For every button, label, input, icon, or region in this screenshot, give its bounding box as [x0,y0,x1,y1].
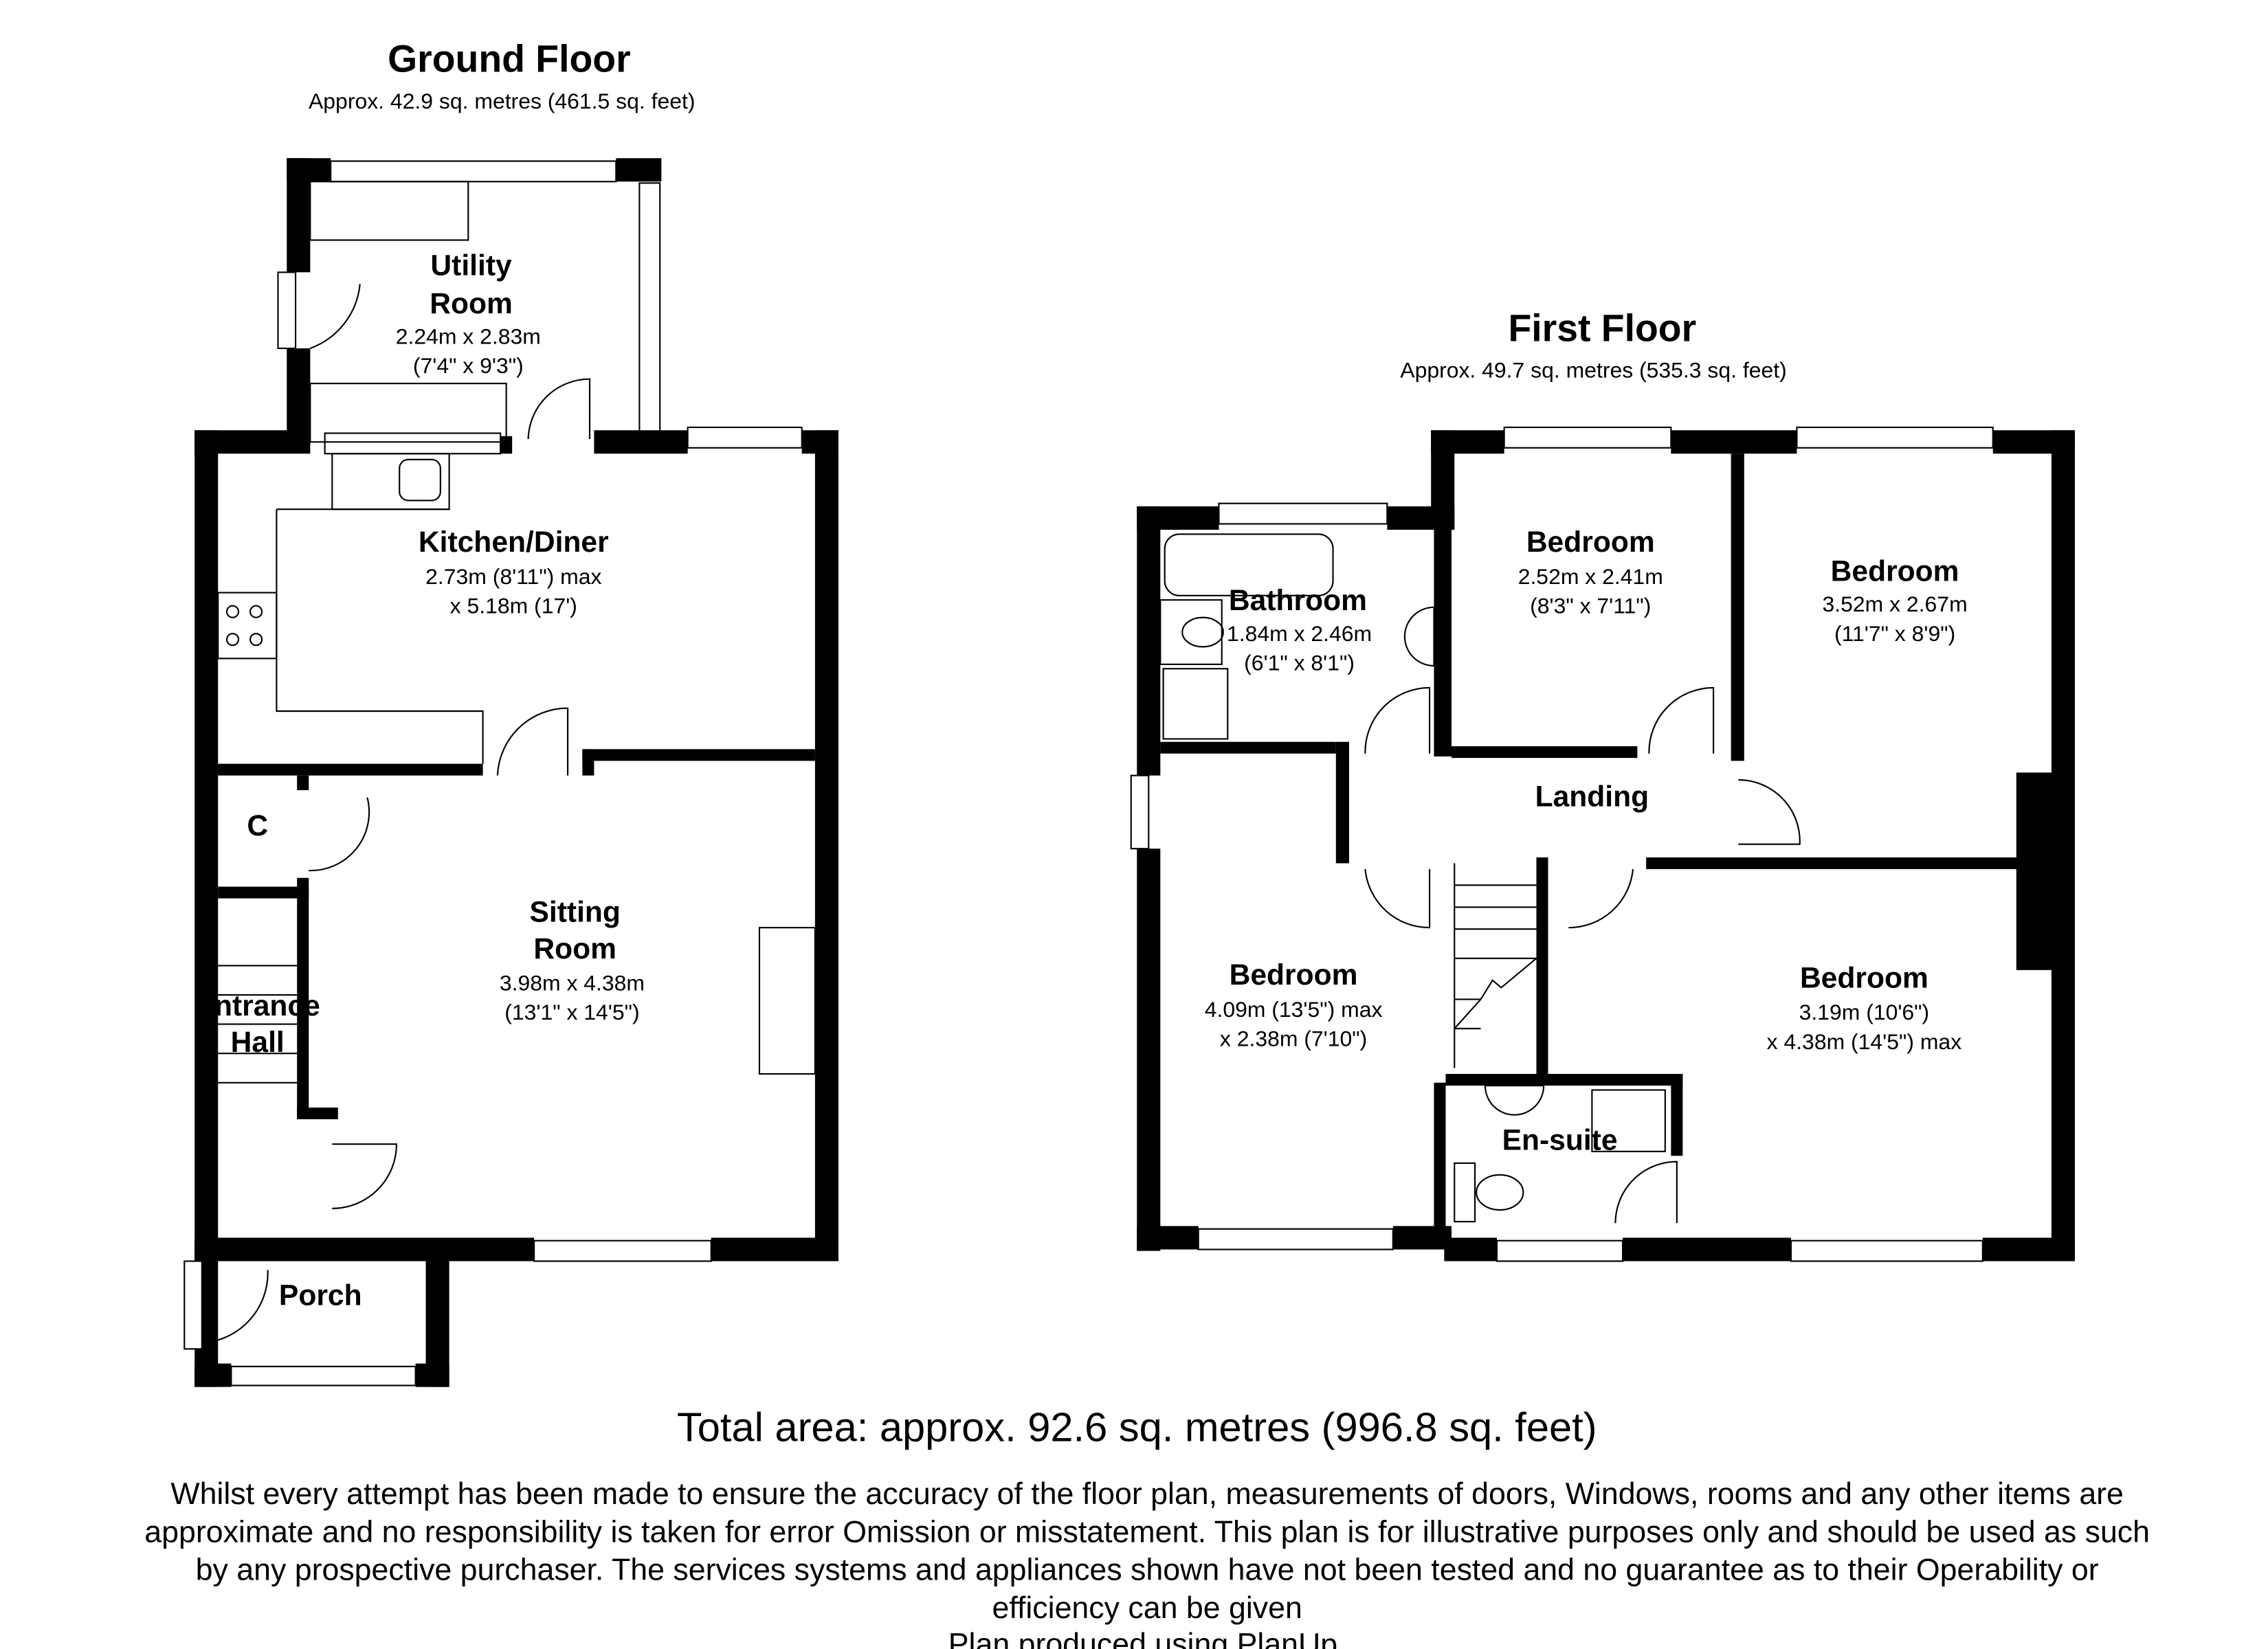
toilet-icon [1159,599,1223,665]
room-dimensions: x 4.38m (14'5") max [1767,1029,1962,1054]
window [277,271,297,350]
window [1503,426,1672,449]
disclaimer-line: Whilst every attempt has been made to en… [170,1477,2124,1511]
ground-floor-plan: Ground Floor Approx. 42.9 sq. metres (46… [184,38,838,1387]
door [1648,686,1715,754]
room-dimensions: 3.52m x 2.67m [1823,592,1968,616]
room-name: Bedroom [1526,526,1655,559]
room-dimensions: (8'3" x 7'11") [1530,593,1651,618]
basin-icon [1484,1084,1545,1116]
window [330,160,617,183]
door [496,707,569,776]
first-floor-area: Approx. 49.7 sq. metres (535.3 sq. feet) [1400,358,1786,383]
disclaimer-line: approximate and no responsibility is tak… [144,1515,2150,1549]
window [1796,426,1994,449]
room-name: Room [533,932,616,965]
window [1130,774,1150,850]
room-name: Utility [430,249,512,282]
bath-icon [1164,533,1334,596]
door [1614,1160,1678,1224]
hob-icon [217,592,278,660]
disclaimer-line: efficiency can be given [992,1591,1302,1625]
door [1364,868,1431,929]
window [687,426,803,449]
room-dimensions: (7'4" x 9'3") [413,353,524,378]
shower-icon [1591,1089,1666,1152]
window [533,1239,712,1262]
staircase [209,907,298,1112]
door [309,284,361,350]
room-name: Room [430,287,513,320]
room-name: C [247,809,268,842]
window [638,182,661,433]
window [1218,502,1388,525]
room-dimensions: 3.98m x 4.38m [500,971,645,996]
toilet-icon [1454,1162,1476,1223]
room-dimensions: 4.09m (13'5") max [1205,997,1383,1022]
door [527,378,591,440]
first-floor-plan: First Floor Approx. 49.7 sq. metres (535… [1130,306,2075,1262]
ground-floor-title: Ground Floor [388,38,631,80]
total-area: Total area: approx. 92.6 sq. metres (996… [677,1404,1597,1450]
ground-floor-area: Approx. 42.9 sq. metres (461.5 sq. feet) [309,89,695,113]
door-frame [184,1260,203,1350]
room-name: Kitchen/Diner [419,526,609,559]
room-dimensions: 1.84m x 2.46m [1227,621,1372,646]
room-name: Porch [279,1279,362,1312]
room-dimensions: (11'7" x 8'9") [1834,621,1955,646]
credit: Plan produced using PlanUp. [948,1628,1346,1649]
room-dimensions: (13'1" x 14'5") [504,1000,639,1024]
window [1496,1239,1624,1262]
door [309,797,370,872]
room-dimensions: 2.52m x 2.41m [1518,564,1663,589]
window [324,432,502,455]
window [1197,1228,1394,1250]
door [197,1270,269,1344]
window [1790,1239,1983,1262]
door [1568,868,1634,929]
room-name: Bedroom [1831,555,1959,588]
footer: Total area: approx. 92.6 sq. metres (996… [144,1404,2150,1649]
staircase [1454,863,1537,1068]
room-name: Hall [231,1026,285,1059]
room-dimensions: x 2.38m (7'10") [1220,1027,1367,1051]
disclaimer-line: by any prospective purchaser. The servic… [196,1553,2099,1587]
room-name: Bathroom [1229,584,1367,617]
room-name: Bedroom [1230,958,1358,991]
door [1738,778,1801,845]
door [1364,686,1431,754]
room-dimensions: 3.19m (10'6") [1799,1000,1930,1024]
window [230,1365,416,1387]
room-name: Sitting [529,896,620,929]
room-name: En-suite [1502,1124,1618,1157]
room-dimensions: x 5.18m (17') [450,593,577,618]
basin-icon [1403,606,1435,667]
fireplace [758,927,816,1075]
room-dimensions: 2.73m (8'11") max [425,564,601,589]
room-dimensions: (6'1" x 8'1") [1244,650,1355,675]
room-dimensions: 2.24m x 2.83m [396,324,541,349]
door [332,1143,398,1209]
sink-icon [399,458,441,502]
room-name: Bedroom [1800,961,1928,994]
room-name: Entrance [195,989,320,1022]
room-name: Landing [1535,780,1649,813]
shower-icon [1162,668,1229,740]
first-floor-title: First Floor [1508,306,1696,349]
chimney-breast [2016,772,2055,970]
